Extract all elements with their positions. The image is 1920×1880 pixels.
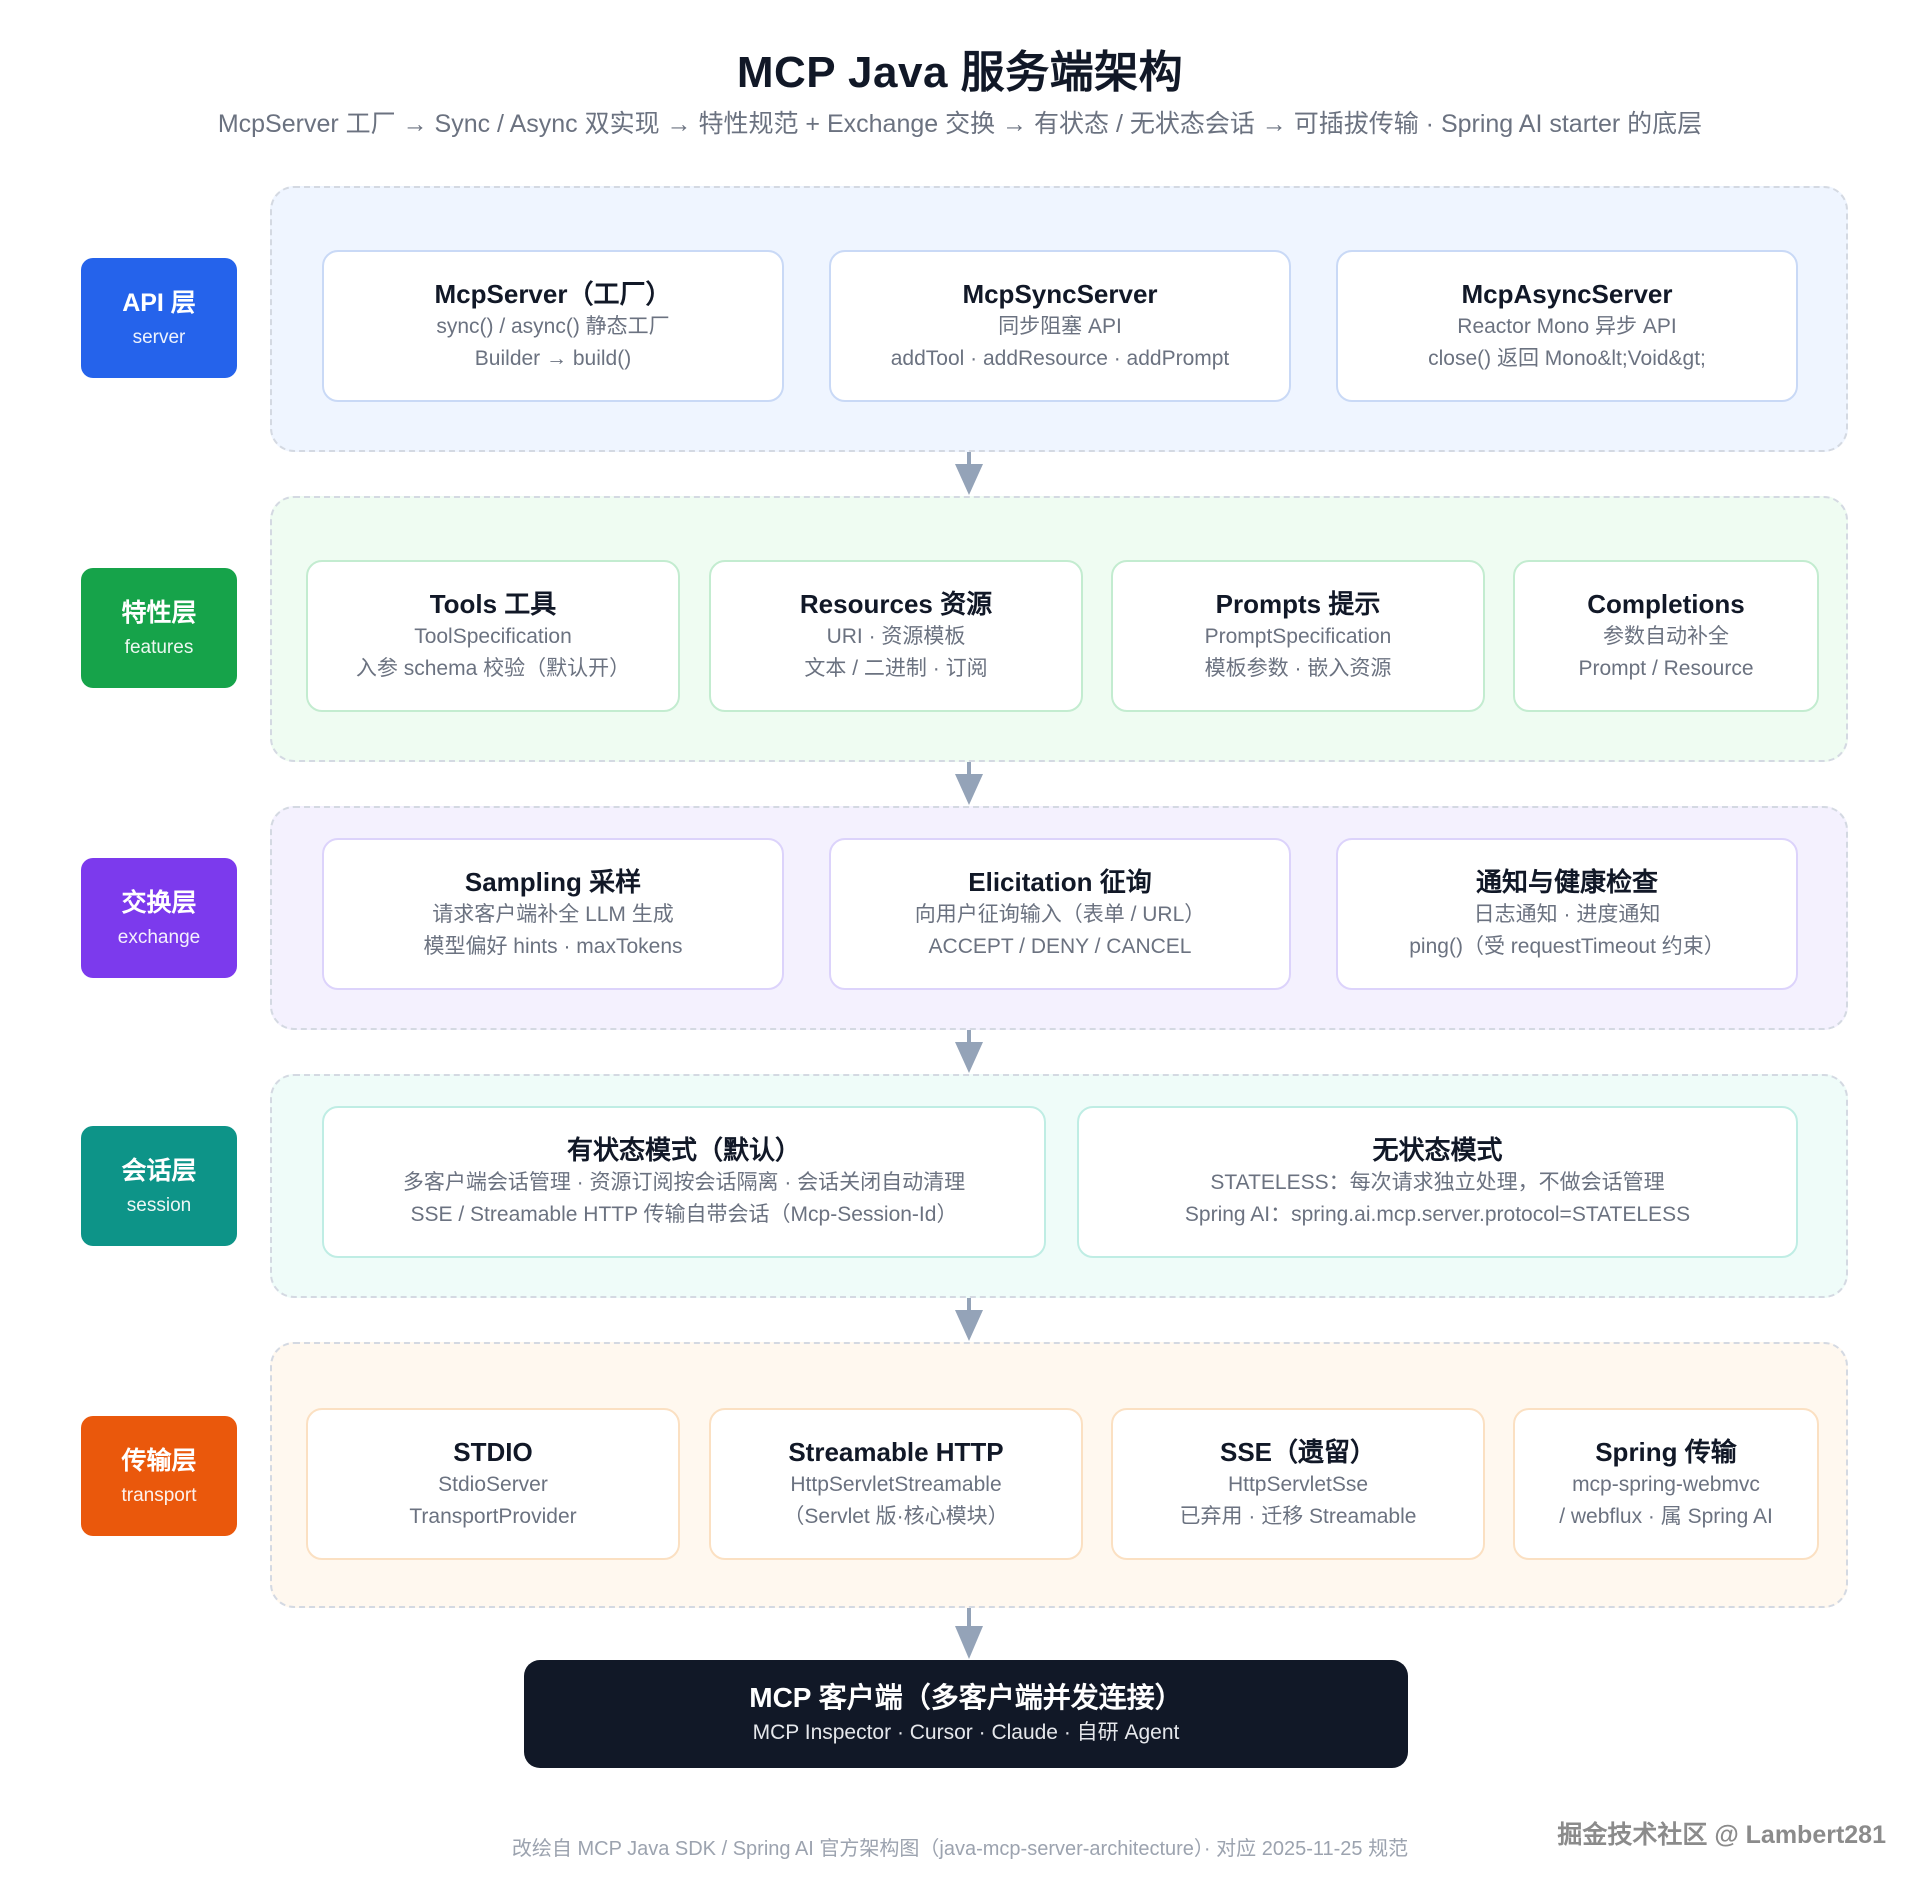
card-spring-transport: Spring 传输 mcp-spring-webmvc / webflux · … [1513,1408,1819,1560]
card-line: HttpServletSse [1227,1473,1369,1496]
watermark: 掘金技术社区 @ Lambert281 [1557,1821,1886,1849]
card-line: 同步阻塞 API [998,315,1122,338]
card-line: Spring AI：spring.ai.mcp.server.protocol=… [1184,1203,1691,1226]
card-line: STATELESS：每次请求独立处理，不做会话管理 [1210,1171,1665,1194]
card-mcpserver: McpServer（工厂） sync() / async() 静态工厂 Buil… [322,250,784,402]
card-title: 通知与健康检查 [1475,867,1658,897]
card-line: addTool · addResource · addPrompt [890,347,1230,370]
card-line: ToolSpecification [414,625,572,648]
card-elicitation: Elicitation 征询 向用户征询输入（表单 / URL） ACCEPT … [829,838,1291,990]
card-resources: Resources 资源 URI · 资源模板 文本 / 二进制 · 订阅 [709,560,1083,712]
card-title: Prompts 提示 [1215,589,1381,619]
layer-name: 特性层 [121,599,197,627]
layer-label-api: API 层 server [81,258,237,378]
card-line: PromptSpecification [1204,625,1392,648]
card-streamable-http: Streamable HTTP HttpServletStreamable （S… [709,1408,1083,1560]
card-title: Spring 传输 [1595,1437,1737,1467]
layer-en-name: exchange [117,927,201,948]
card-line: 多客户端会话管理 · 资源订阅按会话隔离 · 会话关闭自动清理 [402,1171,966,1194]
card-line: Builder → build() [474,347,632,370]
card-title: Sampling 采样 [464,867,642,897]
card-title: McpSyncServer [962,279,1158,309]
layer-en-name: session [126,1195,192,1216]
card-prompts: Prompts 提示 PromptSpecification 模板参数 · 嵌入… [1111,560,1485,712]
card-stdio: STDIO StdioServer TransportProvider [306,1408,680,1560]
card-line: Prompt / Resource [1578,657,1754,680]
card-stateless-mode: 无状态模式 STATELESS：每次请求独立处理，不做会话管理 Spring A… [1077,1106,1798,1258]
client-title: MCP 客户端（多客户端并发连接） [749,1682,1183,1713]
down-arrow-icon [955,1030,983,1073]
layer-name: 传输层 [121,1447,197,1475]
card-line: Reactor Mono 异步 API [1457,315,1677,338]
card-mcpsyncserver: McpSyncServer 同步阻塞 API addTool · addReso… [829,250,1291,402]
card-line: 已弃用 · 迁移 Streamable [1179,1505,1417,1528]
layer-label-exchange: 交换层 exchange [81,858,237,978]
card-line: / webflux · 属 Spring AI [1559,1505,1773,1528]
card-completions: Completions 参数自动补全 Prompt / Resource [1513,560,1819,712]
layer-en-name: server [132,327,186,348]
card-line: 请求客户端补全 LLM 生成 [432,903,674,926]
card-stateful-mode: 有状态模式（默认） 多客户端会话管理 · 资源订阅按会话隔离 · 会话关闭自动清… [322,1106,1046,1258]
layer-name: 交换层 [121,889,197,917]
card-title: Resources 资源 [799,589,993,619]
card-mcpasyncserver: McpAsyncServer Reactor Mono 异步 API close… [1336,250,1798,402]
layer-en-name: features [124,637,194,658]
card-sse-legacy: SSE（遗留） HttpServletSse 已弃用 · 迁移 Streamab… [1111,1408,1485,1560]
card-title: Elicitation 征询 [968,867,1152,897]
card-title: 无状态模式 [1372,1135,1503,1165]
card-title: McpServer（工厂） [434,279,672,309]
card-line: 向用户征询输入（表单 / URL） [914,903,1206,926]
down-arrow-icon [955,452,983,495]
layer-name: 会话层 [121,1157,197,1185]
card-line: close() 返回 Mono&lt;Void&gt; [1428,347,1706,370]
client-subtitle: MCP Inspector · Cursor · Claude · 自研 Age… [752,1721,1180,1744]
card-line: SSE / Streamable HTTP 传输自带会话（Mcp-Session… [410,1203,958,1226]
page-title: MCP Java 服务端架构 [736,48,1184,97]
card-line: 日志通知 · 进度通知 [1473,903,1661,926]
card-title: Tools 工具 [429,589,557,619]
mcp-client-box: MCP 客户端（多客户端并发连接） MCP Inspector · Cursor… [524,1660,1408,1768]
card-title: 有状态模式（默认） [566,1135,801,1165]
down-arrow-icon [955,1608,983,1659]
card-line: （Servlet 版·核心模块） [783,1505,1009,1528]
card-line: 模板参数 · 嵌入资源 [1204,657,1392,680]
card-line: ACCEPT / DENY / CANCEL [928,935,1192,958]
card-sampling: Sampling 采样 请求客户端补全 LLM 生成 模型偏好 hints · … [322,838,784,990]
card-title: SSE（遗留） [1219,1437,1377,1467]
card-title: Completions [1587,589,1745,619]
card-line: 模型偏好 hints · maxTokens [423,935,683,958]
card-line: sync() / async() 静态工厂 [436,315,670,338]
layer-label-transport: 传输层 transport [81,1416,237,1536]
page-subtitle: McpServer 工厂 → Sync / Async 双实现 → 特性规范 +… [217,110,1703,138]
card-title: McpAsyncServer [1461,279,1673,309]
down-arrow-icon [955,762,983,805]
card-line: 入参 schema 校验（默认开） [355,657,631,680]
card-line: mcp-spring-webmvc [1572,1473,1760,1496]
card-line: TransportProvider [409,1505,577,1528]
down-arrow-icon [955,1298,983,1341]
layer-label-session: 会话层 session [81,1126,237,1246]
card-notifications: 通知与健康检查 日志通知 · 进度通知 ping()（受 requestTime… [1336,838,1798,990]
footer-note: 改绘自 MCP Java SDK / Spring AI 官方架构图（java-… [511,1838,1409,1860]
card-line: ping()（受 requestTimeout 约束） [1409,935,1725,958]
card-title: STDIO [453,1437,533,1467]
layer-name: API 层 [122,289,196,317]
card-title: Streamable HTTP [788,1437,1004,1467]
card-line: 文本 / 二进制 · 订阅 [804,657,988,680]
layer-en-name: transport [121,1485,197,1506]
card-line: 参数自动补全 [1603,625,1729,648]
card-line: HttpServletStreamable [790,1473,1002,1496]
card-line: URI · 资源模板 [826,625,966,648]
layer-label-features: 特性层 features [81,568,237,688]
card-tools: Tools 工具 ToolSpecification 入参 schema 校验（… [306,560,680,712]
card-line: StdioServer [438,1473,548,1496]
